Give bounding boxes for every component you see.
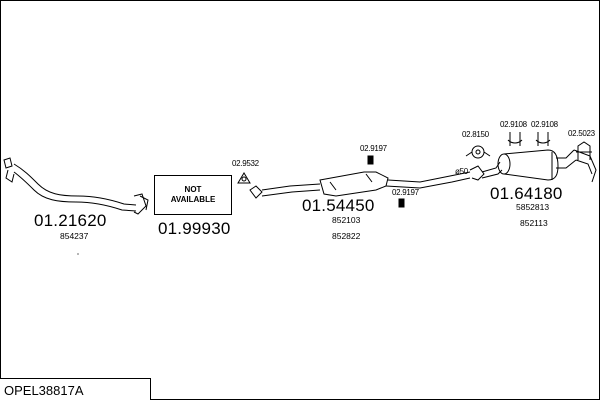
accessory-label-hanger: 02.8150 xyxy=(462,130,489,139)
accessory-label-mount-1: 02.9108 xyxy=(500,120,527,129)
tailpipe-clamp-icon xyxy=(576,141,592,160)
hanger-icon xyxy=(465,145,491,159)
ref-center-silencer-2: 852822 xyxy=(332,231,361,241)
accessory-label-clamp-2: 02.9197 xyxy=(392,188,419,197)
ref-front-pipe: 854237 xyxy=(60,231,89,241)
center-silencer xyxy=(249,171,471,199)
part-number-catalyst: 01.99930 xyxy=(158,219,231,238)
accessory-label-flange: 02.9532 xyxy=(232,159,259,168)
flange-icon xyxy=(237,172,251,184)
not-available-line-1: NOT xyxy=(184,185,202,194)
clamp-icon xyxy=(367,155,405,208)
ref-rear-silencer-1: 5852813 xyxy=(516,202,550,212)
not-available-box: NOT AVAILABLE xyxy=(154,175,232,215)
leader-dot xyxy=(77,253,79,255)
front-pipe xyxy=(3,157,149,215)
part-number-center-silencer: 01.54450 xyxy=(302,196,375,215)
diameter-label: ø50 xyxy=(455,167,468,176)
rubber-mount-icon xyxy=(507,132,551,146)
rear-silencer xyxy=(469,149,597,183)
accessory-label-clamp-1: 02.9197 xyxy=(360,144,387,153)
part-number-front-pipe: 01.21620 xyxy=(34,211,107,230)
ref-rear-silencer-2: 852113 xyxy=(520,218,548,228)
part-number-rear-silencer: 01.64180 xyxy=(490,184,563,203)
not-available-line-2: AVAILABLE xyxy=(170,195,216,204)
ref-center-silencer-1: 852103 xyxy=(332,215,361,225)
code-box: OPEL38817A xyxy=(0,378,151,400)
accessory-label-mount-2: 02.9108 xyxy=(531,120,558,129)
diagram-code: OPEL38817A xyxy=(4,383,84,398)
accessory-label-tail-clamp: 02.5023 xyxy=(568,129,595,138)
